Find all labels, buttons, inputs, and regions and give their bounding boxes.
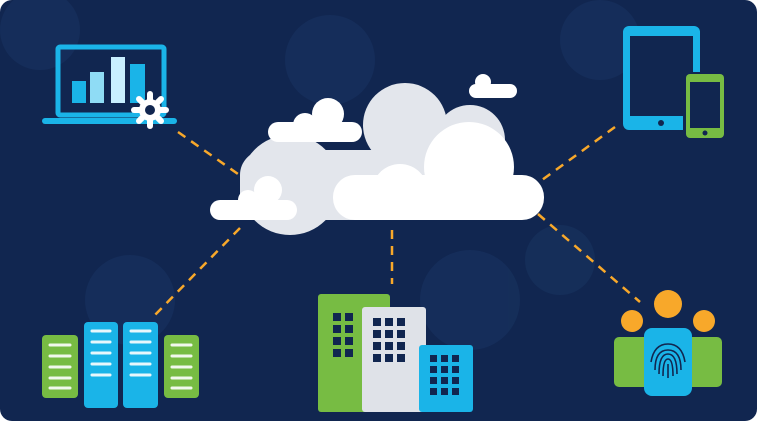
window <box>441 355 448 362</box>
laptop-chart-icon <box>42 44 177 129</box>
window <box>452 388 459 395</box>
window <box>430 355 437 362</box>
window <box>373 354 381 362</box>
window <box>345 313 353 321</box>
small-cloud-left <box>268 98 362 142</box>
window <box>385 342 393 350</box>
phone-icon <box>683 72 726 140</box>
window <box>430 377 437 384</box>
window <box>397 330 405 338</box>
small-cloud-top-right <box>469 74 517 98</box>
window <box>397 342 405 350</box>
window <box>333 349 341 357</box>
line-laptop <box>177 130 239 176</box>
small-cloud-bottom-left <box>210 176 297 220</box>
window <box>441 388 448 395</box>
gear-icon <box>131 91 169 129</box>
window <box>345 325 353 333</box>
window <box>452 377 459 384</box>
window <box>333 337 341 345</box>
window <box>441 366 448 373</box>
office-buildings-icon <box>318 294 473 412</box>
window <box>385 330 393 338</box>
fingerprint-icon <box>650 343 686 378</box>
cloud-icon <box>210 74 544 235</box>
window <box>385 354 393 362</box>
window <box>345 349 353 357</box>
window <box>345 337 353 345</box>
window <box>373 318 381 326</box>
window <box>333 325 341 333</box>
line-users <box>537 213 641 303</box>
tablet-icon <box>623 26 700 130</box>
window <box>452 366 459 373</box>
background-clouds <box>0 0 640 350</box>
window <box>430 388 437 395</box>
line-servers <box>151 227 241 319</box>
window <box>333 313 341 321</box>
main-cloud-front <box>333 122 544 220</box>
window <box>441 377 448 384</box>
window <box>430 366 437 373</box>
connection-lines <box>151 125 641 319</box>
users-fingerprint-icon <box>614 290 722 396</box>
server-rack-icon <box>42 322 199 408</box>
window <box>373 342 381 350</box>
window <box>397 354 405 362</box>
window <box>452 355 459 362</box>
window <box>385 318 393 326</box>
window <box>397 318 405 326</box>
window <box>373 330 381 338</box>
